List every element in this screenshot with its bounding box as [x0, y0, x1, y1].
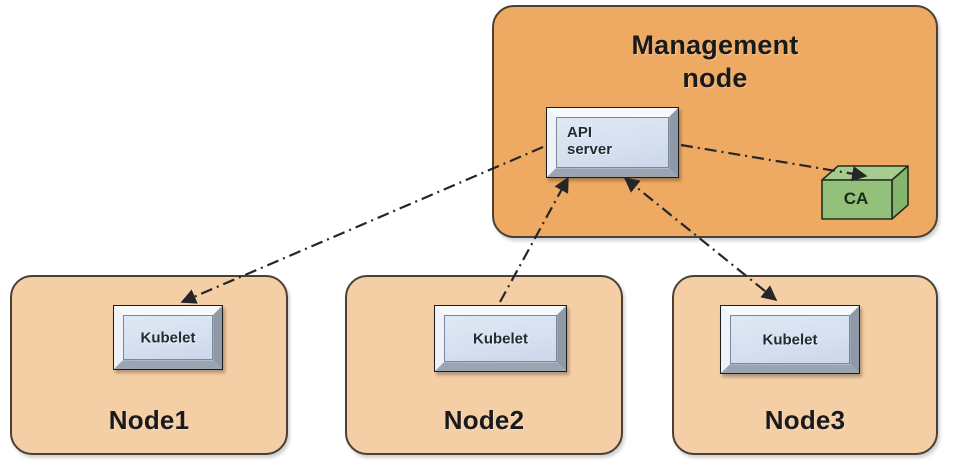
management-node-title-line1: Management — [631, 30, 799, 60]
kubelet-label-node1: Kubelet — [140, 329, 196, 346]
worker-node-title-node2: Node2 — [443, 405, 525, 435]
kubelet-box-node1[interactable]: Kubelet — [113, 305, 223, 370]
ca-cube[interactable]: CA — [820, 164, 910, 222]
api-server-label: API server — [567, 124, 612, 158]
kubelet-box-node3[interactable]: Kubelet — [720, 305, 860, 374]
management-node-title-line2: node — [682, 63, 748, 93]
management-node-title: Management node — [494, 29, 936, 95]
worker-node-group-node3[interactable]: Kubelet Node3 — [672, 275, 938, 455]
ca-label: CA — [843, 189, 869, 208]
worker-node-group-node1[interactable]: Kubelet Node1 — [10, 275, 288, 455]
api-server-box[interactable]: API server — [546, 107, 679, 178]
api-server-label-line2: server — [567, 141, 613, 158]
kubelet-box-node1-inner — [123, 315, 213, 360]
worker-node-title-node1: Node1 — [108, 405, 190, 435]
kubelet-label-node2: Kubelet — [472, 330, 528, 347]
api-server-box-inner — [556, 117, 669, 168]
api-server-label-line1: API — [567, 124, 593, 141]
kubelet-label-node3: Kubelet — [762, 331, 818, 348]
worker-node-group-node2[interactable]: Kubelet Node2 — [345, 275, 623, 455]
management-node-group[interactable]: Management node API server — [492, 5, 938, 238]
kubelet-box-node2-inner — [444, 315, 557, 362]
kubelet-box-node3-inner — [730, 315, 850, 364]
worker-node-title-node3: Node3 — [764, 405, 846, 435]
kubelet-box-node2[interactable]: Kubelet — [434, 305, 567, 372]
